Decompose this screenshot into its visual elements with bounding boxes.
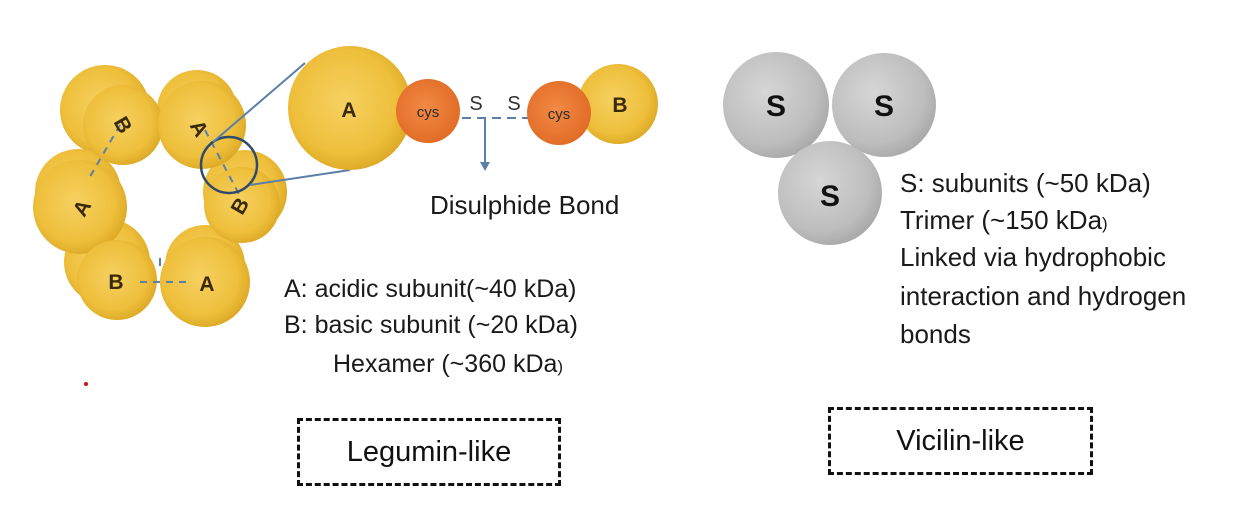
subunit-circle-b-right	[204, 167, 280, 243]
subunit-letter: B	[108, 271, 123, 294]
vicilin-subunit-circle	[778, 141, 882, 245]
basic-subunit-label: B	[612, 94, 627, 117]
sulfur-label-left: S	[469, 93, 482, 115]
zoom-ring	[199, 135, 259, 195]
hexamer-paren: )	[557, 357, 564, 376]
legend-basic-subunit: B: basic subunit (~20 kDa)	[284, 311, 578, 339]
subunit-circle-a-top	[158, 81, 246, 169]
vicilin-subunit-letter: S	[874, 90, 894, 123]
cys-circle-right	[527, 81, 591, 145]
acidic-subunit-label: A	[341, 99, 356, 122]
zoom-line	[212, 62, 306, 143]
disulphide-bond-label: Disulphide Bond	[430, 190, 620, 220]
subunit-circle-a-bottom	[160, 237, 250, 327]
vicilin-trimer-label: Trimer (~150 kDa)	[900, 205, 1108, 236]
cys-circle-left	[396, 79, 460, 143]
subunit-circle-a-left	[33, 160, 127, 254]
sulfur-label-right: S	[507, 93, 520, 115]
legumin-hexamer-cluster: B A A B B A	[33, 62, 351, 327]
vicilin-link-line-2: interaction and hydrogen	[900, 281, 1187, 311]
vicilin-link-line-1: Linked via hydrophobic	[900, 242, 1166, 272]
trimer-paren: )	[1102, 214, 1108, 233]
legend-acidic-subunit: A: acidic subunit(~40 kDa)	[284, 275, 577, 303]
basic-subunit-small	[578, 64, 658, 144]
vicilin-subunit-circle	[832, 53, 936, 157]
bond-arrow-head	[480, 162, 490, 171]
zoom-line	[249, 169, 351, 186]
subunit-letter: A	[199, 273, 214, 296]
vicilin-link-line-3: bonds	[900, 319, 971, 349]
vicilin-subunit-letter: S	[820, 180, 840, 213]
vicilin-like-label: Vicilin-like	[896, 424, 1025, 457]
red-dot-mark	[84, 382, 88, 386]
legumin-like-label: Legumin-like	[346, 435, 512, 468]
trimer-main-text: Trimer (~150 kDa	[900, 205, 1103, 235]
legumin-like-box: Legumin-like	[297, 418, 561, 486]
cys-label-left: cys	[417, 104, 440, 121]
acidic-subunit-large	[288, 46, 412, 170]
vicilin-like-box: Vicilin-like	[828, 407, 1093, 475]
cys-label-right: cys	[548, 106, 571, 123]
disulphide-detail: A cys S S B cys	[288, 46, 658, 171]
vicilin-trimer: S S S	[723, 52, 936, 245]
vicilin-subunit-legend: S: subunits (~50 kDa)	[900, 168, 1151, 198]
vicilin-subunit-circle	[723, 52, 829, 158]
vicilin-subunit-letter: S	[766, 90, 786, 123]
subunit-circle-b-bottom	[77, 240, 157, 320]
hexamer-main-text: Hexamer (~360 kDa	[333, 350, 558, 378]
subunit-circle-b-top	[83, 85, 163, 165]
hexamer-label: Hexamer (~360 kDa)	[333, 350, 563, 379]
link-dashed-line	[87, 124, 121, 181]
